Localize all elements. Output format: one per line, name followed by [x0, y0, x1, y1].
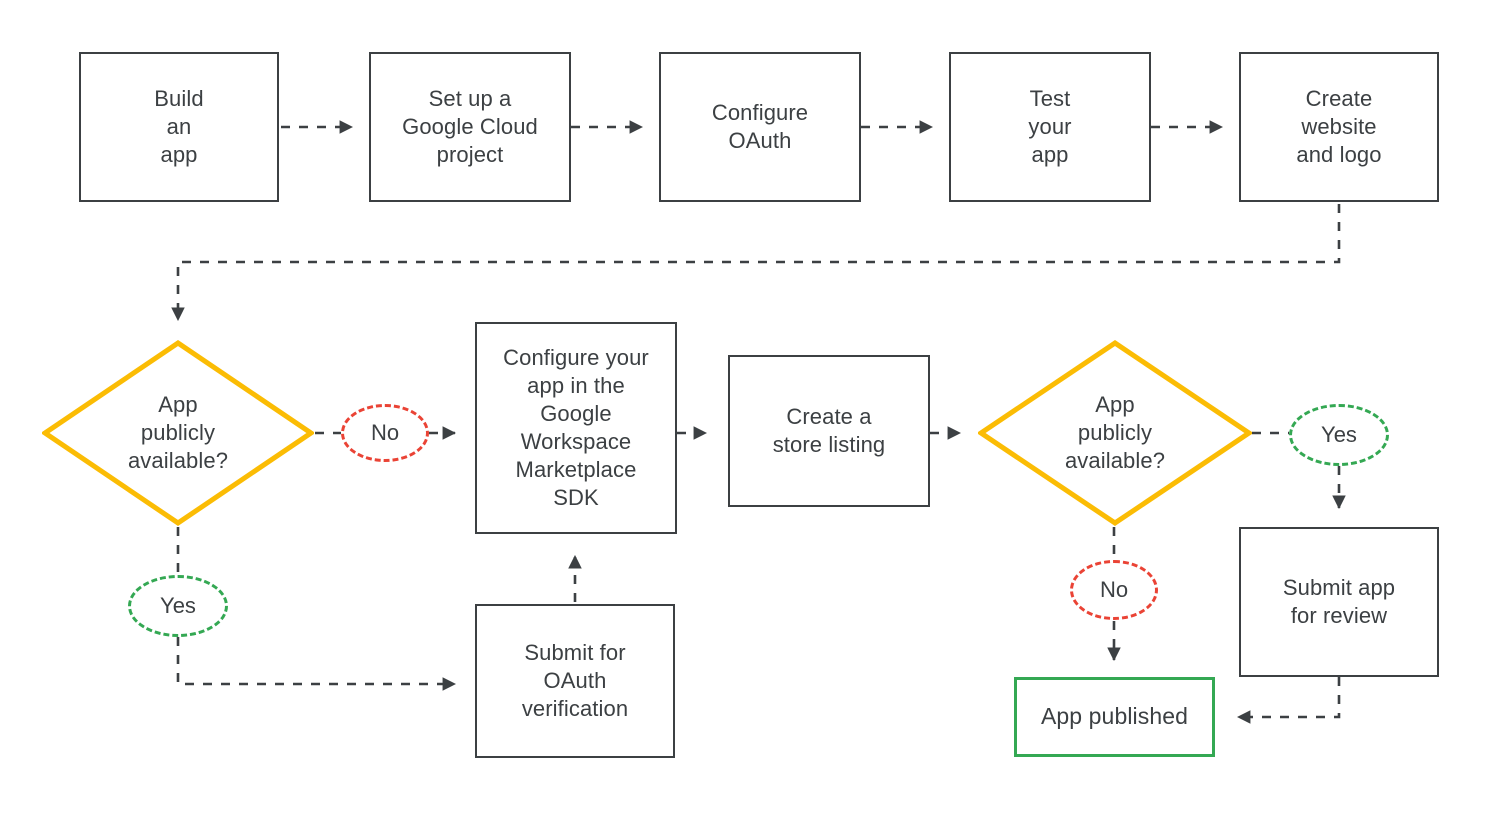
node-label: App published — [1040, 703, 1189, 730]
node-configure-app-marketplace-sdk[interactable]: Configure your app in the Google Workspa… — [475, 322, 677, 534]
node-label: Create website and logo — [1296, 85, 1382, 168]
edge-label-decision2-no: No — [1070, 560, 1158, 620]
node-label: Build an app — [154, 85, 204, 168]
node-submit-for-oauth-verification[interactable]: Submit for OAuth verification — [475, 604, 675, 758]
node-set-up-google-cloud-project[interactable]: Set up a Google Cloud project — [369, 52, 571, 202]
node-label: Configure your app in the Google Workspa… — [503, 344, 649, 511]
node-create-a-store-listing[interactable]: Create a store listing — [728, 355, 930, 507]
node-decision-app-publicly-available-2[interactable]: App publicly available? — [978, 340, 1252, 526]
node-submit-app-for-review[interactable]: Submit app for review — [1239, 527, 1439, 677]
node-label: App publicly available? — [1064, 391, 1166, 474]
node-configure-oauth[interactable]: Configure OAuth — [659, 52, 861, 202]
node-label: Test your app — [1028, 85, 1072, 168]
edge-label-decision1-yes: Yes — [128, 575, 228, 637]
node-label: Set up a Google Cloud project — [402, 85, 538, 168]
edge-label-text: No — [370, 420, 400, 445]
edge-label-text: Yes — [1321, 422, 1357, 447]
node-decision-app-publicly-available-1[interactable]: App publicly available? — [42, 340, 314, 526]
node-test-your-app[interactable]: Test your app — [949, 52, 1151, 202]
edge-label-text: Yes — [160, 593, 196, 618]
edge-submit-review-to-app-published — [1236, 677, 1341, 724]
node-label: Create a store listing — [772, 403, 886, 457]
edge-website-to-decision1 — [171, 204, 1341, 322]
node-build-an-app[interactable]: Build an app — [79, 52, 279, 202]
edge-label-decision1-no: No — [341, 404, 429, 462]
node-label: Configure OAuth — [711, 99, 809, 153]
node-app-published[interactable]: App published — [1014, 677, 1215, 757]
edge-label-text: No — [1099, 577, 1129, 602]
node-create-website-and-logo[interactable]: Create website and logo — [1239, 52, 1439, 202]
node-label: Submit app for review — [1282, 574, 1396, 628]
edge-yes-pill-to-oauth-verify — [176, 637, 457, 691]
diamond-outline-icon — [978, 340, 1252, 526]
diamond-outline-icon — [42, 340, 314, 526]
node-label: Submit for OAuth verification — [521, 639, 629, 722]
edge-label-decision2-yes: Yes — [1289, 404, 1389, 466]
node-label: App publicly available? — [127, 391, 229, 474]
